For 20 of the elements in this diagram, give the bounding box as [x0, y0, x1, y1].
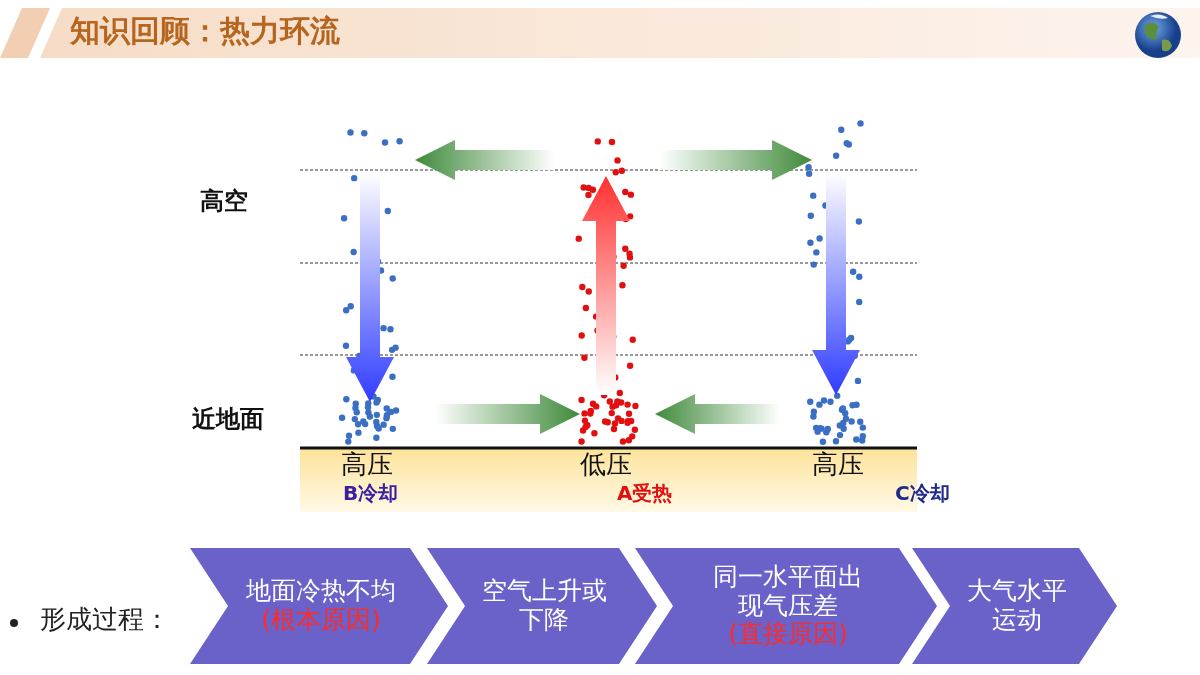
- process-heading: 形成过程：: [40, 605, 170, 635]
- location-label: A受热: [617, 482, 673, 505]
- location-label: B冷却: [343, 482, 399, 505]
- step-text: 同一水平面出现气压差: [712, 562, 864, 621]
- axis-label: 近地面: [192, 406, 264, 434]
- pressure-label: 高压: [812, 450, 864, 480]
- process-step: [912, 548, 1117, 664]
- process-step: [635, 548, 937, 664]
- location-label: C冷却: [895, 482, 950, 505]
- step-text: 地面冷热不均: [246, 577, 396, 606]
- step-text: 空气上升或下降: [480, 577, 608, 635]
- pressure-label: 低压: [580, 450, 632, 480]
- title: 知识回顾：热力环流: [70, 14, 340, 49]
- axis-label: 高空: [200, 188, 248, 216]
- pressure-label: 高压: [341, 450, 393, 480]
- process-step: [190, 548, 448, 664]
- step-text: 大气水平运动: [965, 577, 1068, 635]
- process-step: [427, 548, 657, 664]
- note-text: (直接原因): [728, 620, 848, 650]
- note-text: (根本原因): [261, 606, 381, 635]
